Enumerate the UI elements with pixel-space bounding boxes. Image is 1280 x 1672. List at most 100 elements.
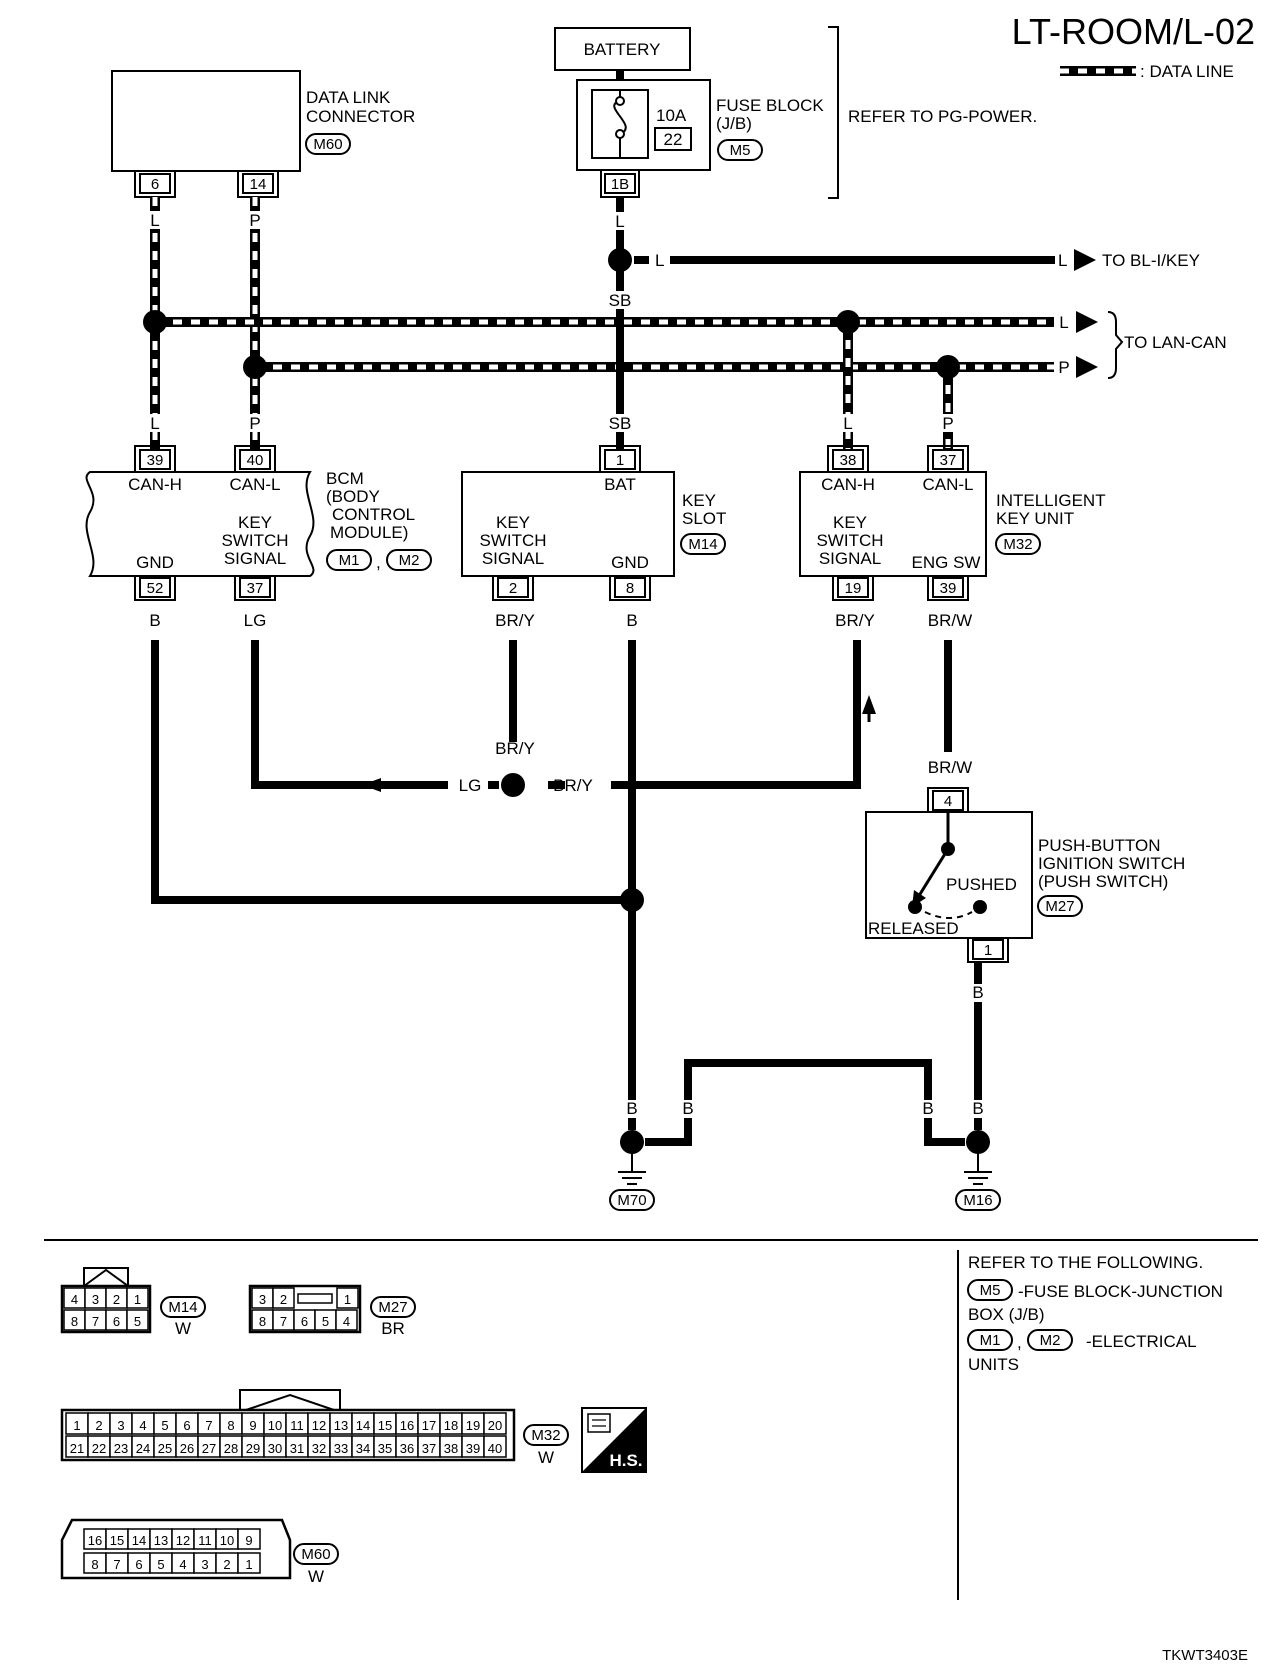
pin-number: 13 xyxy=(154,1533,168,1548)
push-switch-pin-1: 1 xyxy=(984,942,992,959)
pin-number: 16 xyxy=(400,1418,414,1433)
wire-color-b-link-left: B xyxy=(682,1099,693,1118)
pin-number: 35 xyxy=(378,1441,392,1456)
dlc-pin-6: 6 xyxy=(151,176,159,193)
pin-number: 8 xyxy=(71,1314,78,1329)
pin-number: 9 xyxy=(249,1418,256,1433)
pin-number: 37 xyxy=(422,1441,436,1456)
pin-number: 17 xyxy=(422,1418,436,1433)
wire-color-l-iku: L xyxy=(843,414,852,433)
lower-wire-labels: B LG BR/Y B BR/Y BR/W BR/Y LG BR/Y BR/W … xyxy=(149,611,990,1118)
pin-number: 28 xyxy=(224,1441,238,1456)
pin-number: 3 xyxy=(117,1418,124,1433)
pin-cell xyxy=(483,1412,507,1435)
pin-number: 14 xyxy=(132,1533,146,1548)
refer-m2: M2 xyxy=(1040,1332,1061,1349)
pin-number: 19 xyxy=(466,1418,480,1433)
key-slot-label-2: SLOT xyxy=(682,509,726,528)
pin-number: 27 xyxy=(202,1441,216,1456)
pin-number: 14 xyxy=(356,1418,370,1433)
bcm-label-2: (BODY xyxy=(326,487,380,506)
fuse-amps: 10A xyxy=(656,106,687,125)
pin-number: 5 xyxy=(134,1314,141,1329)
ground-m16: M16 xyxy=(955,1130,1001,1211)
pin-number: 39 xyxy=(466,1441,480,1456)
push-switch-label-1: PUSH-BUTTON xyxy=(1038,836,1160,855)
fuse-block-label-2: (J/B) xyxy=(716,114,752,133)
iku-switch-label: SWITCH xyxy=(816,531,883,550)
iku-can-h: CAN-H xyxy=(821,475,875,494)
pin-number: 5 xyxy=(157,1557,164,1572)
pin-cell xyxy=(126,1309,149,1331)
pin-number: 7 xyxy=(113,1557,120,1572)
intelligent-key-unit: 38 37 CAN-H CAN-L KEY SWITCH SIGNAL ENG … xyxy=(799,445,1106,601)
pin-number: 6 xyxy=(135,1557,142,1572)
wire-color-bry-splice: BR/Y xyxy=(495,739,535,758)
wire-color-b-link-right: B xyxy=(922,1099,933,1118)
bcm-label-4: MODULE) xyxy=(330,523,408,542)
wire-color-l-bcm: L xyxy=(150,414,159,433)
key-slot-key-label: KEY xyxy=(496,513,530,532)
pin-number: 4 xyxy=(343,1314,350,1329)
wire-color-brw-switch: BR/W xyxy=(928,758,972,777)
bcm-comma: , xyxy=(376,553,381,572)
fuse-pin-1b: 1B xyxy=(611,176,629,193)
pin-number: 5 xyxy=(322,1314,329,1329)
dlc-connector-id: M60 xyxy=(313,136,342,153)
refer-m5: M5 xyxy=(980,1282,1001,1299)
fuse-block-label-1: FUSE BLOCK xyxy=(716,96,824,115)
pin-number: 3 xyxy=(259,1292,266,1307)
pin-number: 10 xyxy=(220,1533,234,1548)
hs-label: H.S. xyxy=(609,1451,642,1470)
pin-number: 24 xyxy=(136,1441,150,1456)
key-slot-switch-label: SWITCH xyxy=(479,531,546,550)
iku-key-label: KEY xyxy=(833,513,867,532)
fuse-block: 10A 22 1B FUSE BLOCK (J/B) M5 xyxy=(576,79,824,198)
wire-color-b-slot: B xyxy=(626,611,637,630)
pin-number: 4 xyxy=(71,1292,78,1307)
pin-number: 7 xyxy=(205,1418,212,1433)
lan-arrow-p xyxy=(1076,356,1098,378)
pin-number: 9 xyxy=(245,1533,252,1548)
pin-cell xyxy=(237,1552,261,1574)
iku-pin-37: 37 xyxy=(940,452,957,469)
pin-number: 34 xyxy=(356,1441,370,1456)
m60-id: M60 xyxy=(301,1546,330,1563)
refer-eu-text-2: UNITS xyxy=(968,1355,1019,1374)
refer-pg-power: REFER TO PG-POWER. xyxy=(848,107,1037,126)
pin-number: 20 xyxy=(488,1418,502,1433)
m32-color: W xyxy=(538,1448,554,1467)
wire-color-l-dlc: L xyxy=(150,211,159,230)
iku-label-2: KEY UNIT xyxy=(996,509,1074,528)
pin-cell xyxy=(335,1309,358,1331)
pin-number: 26 xyxy=(180,1441,194,1456)
key-slot-pin-8: 8 xyxy=(626,580,634,597)
lan-bracket xyxy=(1107,311,1124,379)
key-slot-connector-id: M14 xyxy=(688,536,717,553)
pin-number: 31 xyxy=(290,1441,304,1456)
wire-color-b-g1: B xyxy=(626,1099,637,1118)
pin-number: 7 xyxy=(92,1314,99,1329)
pin-number: 11 xyxy=(198,1533,212,1548)
iku-connector-id: M32 xyxy=(1003,536,1032,553)
data-link-connector: 6 14 DATA LINK CONNECTOR M60 xyxy=(111,70,415,198)
lan-arrow-l xyxy=(1076,311,1098,333)
pin-number: 25 xyxy=(158,1441,172,1456)
wire-color-l-bl-left: L xyxy=(655,251,664,270)
pin-number: 30 xyxy=(268,1441,282,1456)
battery: BATTERY xyxy=(554,27,691,71)
bcm-key-label: KEY xyxy=(238,513,272,532)
wire-color-bry-iku: BR/Y xyxy=(835,611,875,630)
pin-number: 6 xyxy=(301,1314,308,1329)
pin-number: 23 xyxy=(114,1441,128,1456)
pin-cell xyxy=(272,1287,295,1309)
refer-to-following: REFER TO THE FOLLOWING. M5 -FUSE BLOCK-J… xyxy=(967,1253,1223,1374)
m27-color: BR xyxy=(381,1319,405,1338)
push-button-ignition-switch: 4 PUSHED RELEASED 1 PUSH-BUTTON IGNITION… xyxy=(865,787,1185,963)
m27-id: M27 xyxy=(378,1299,407,1316)
pin-number: 4 xyxy=(139,1418,146,1433)
